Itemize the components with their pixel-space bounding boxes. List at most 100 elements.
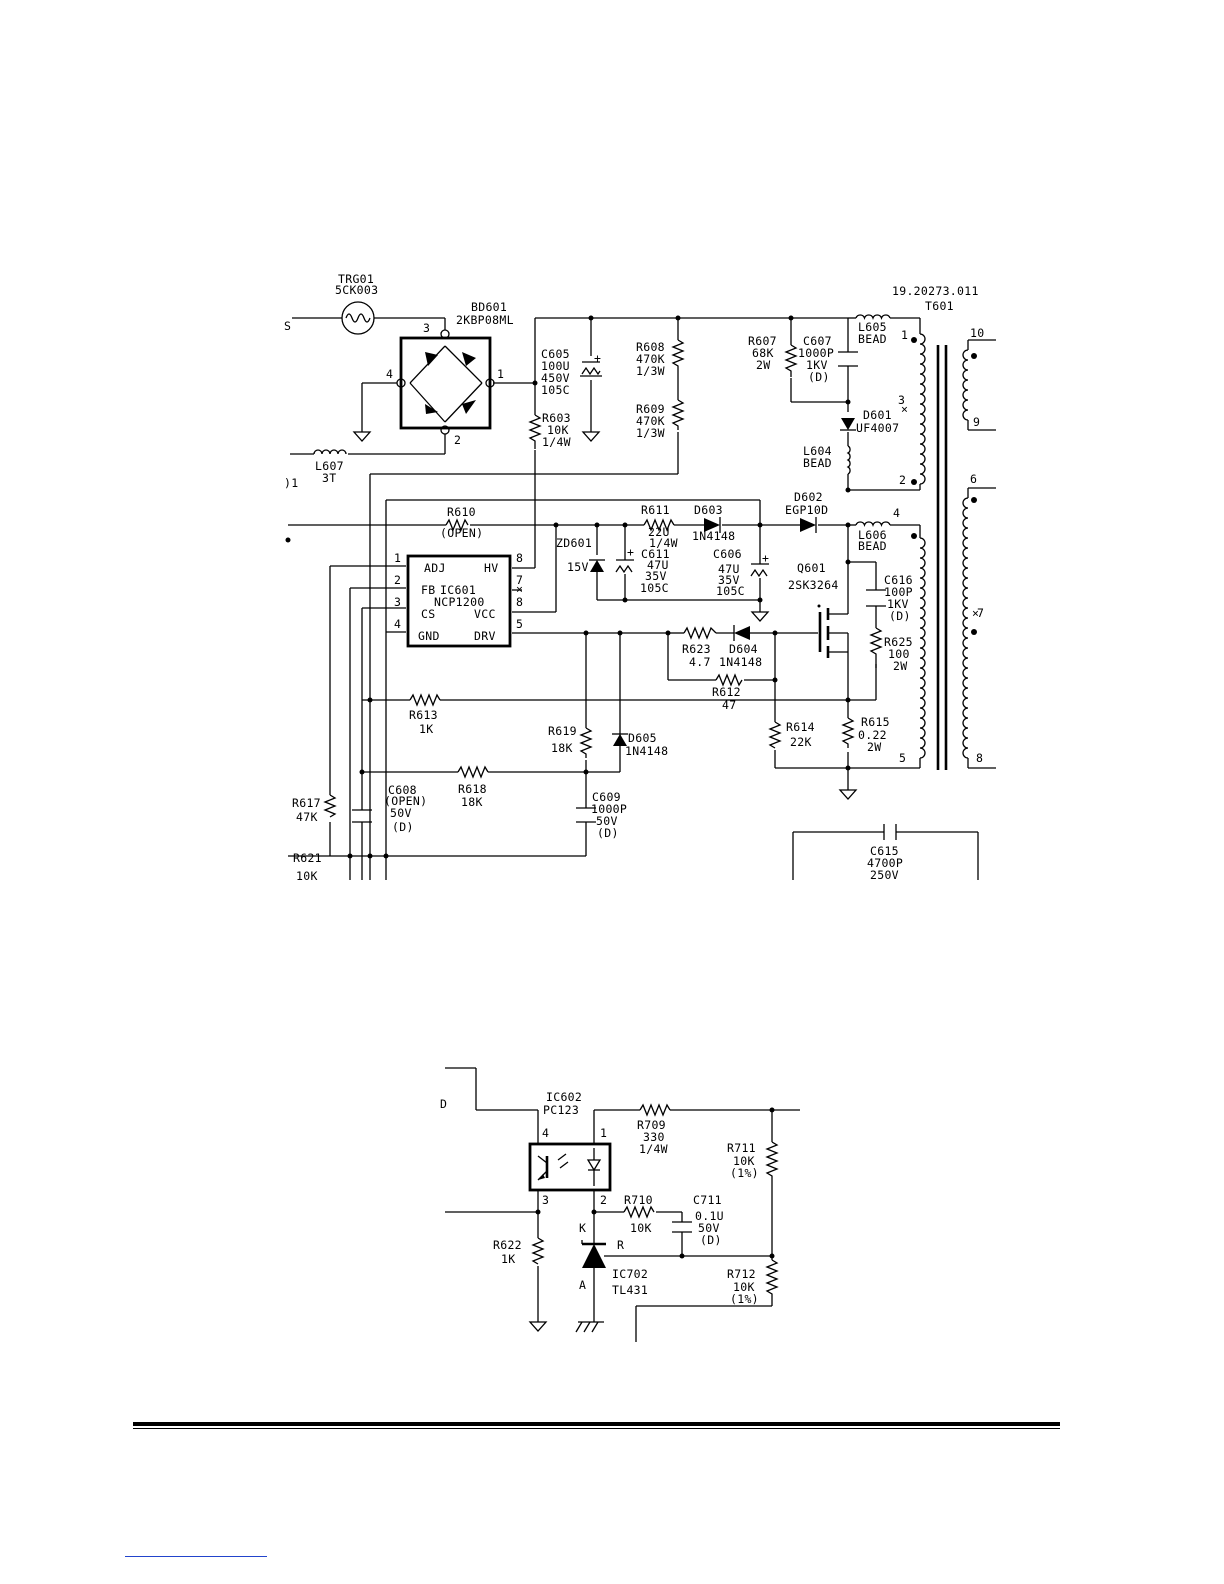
c616-ref: C616 [884, 573, 913, 587]
bridge-pin-1: 1 [497, 367, 504, 381]
r615-ref: R615 [861, 715, 890, 729]
t601-pin-6: 6 [970, 472, 977, 486]
c615-voltage: 250V [870, 868, 899, 882]
page-footer-rule-thin [133, 1428, 1060, 1429]
ic601-pin-gnd: GND [418, 629, 440, 643]
ic601-pin-fb: FB [421, 583, 435, 597]
l604-ref: L604 [803, 444, 832, 458]
ic702-k-label: K [579, 1221, 586, 1235]
svg-text:×: × [516, 582, 523, 596]
l604-value: BEAD [803, 456, 832, 470]
d602-ref: D602 [794, 490, 823, 504]
bd601-ref: BD601 [471, 300, 507, 314]
ic602-pin-4: 4 [542, 1126, 549, 1140]
r618-value: 18K [461, 795, 483, 809]
t601-pin-3: 3 [898, 393, 905, 407]
r710-ref: R710 [624, 1193, 653, 1207]
ic702-a-label: A [579, 1278, 586, 1292]
c609-type: (D) [597, 826, 619, 840]
r711-ref: R711 [727, 1141, 756, 1155]
r611-ref: R611 [641, 503, 670, 517]
lower-symbols [528, 1103, 779, 1333]
zd601-value: 15V [567, 560, 589, 574]
r613-ref: R613 [409, 708, 438, 722]
ic602-pin-2: 2 [600, 1193, 607, 1207]
r710-value: 10K [630, 1221, 652, 1235]
c609-value: 1000P [591, 802, 627, 816]
r613-value: 1K [419, 722, 433, 736]
optocoupler-icon [537, 1148, 602, 1186]
q601-value: 2SK3264 [788, 578, 839, 592]
r622-ref: R622 [493, 1238, 522, 1252]
r607-power: 2W [756, 358, 770, 372]
trc01-value: 5CK003 [335, 283, 378, 297]
r621-ref: R621 [293, 851, 322, 865]
r612-value: 47 [722, 698, 736, 712]
r607-value: 68K [752, 346, 774, 360]
upper-wiring [288, 317, 979, 880]
ic601-pin-7: 7 [516, 573, 523, 587]
c607-voltage: 1KV [806, 358, 828, 372]
bd601-value: 2KBP08ML [456, 313, 514, 327]
d601-value: UF4007 [856, 421, 899, 435]
d603-value: 1N4148 [692, 529, 735, 543]
c615-ref: C615 [870, 844, 899, 858]
transformer-icon [911, 318, 996, 770]
t601-pin-9: 9 [973, 415, 980, 429]
zd601-ref: ZD601 [556, 536, 592, 550]
r610-value: (OPEN) [440, 526, 483, 540]
c607-type: (D) [808, 370, 830, 384]
footer-link-underline[interactable] [125, 1556, 267, 1557]
c609-voltage: 50V [596, 814, 618, 828]
t601-pin-4: 4 [893, 506, 900, 520]
r614-ref: R614 [786, 720, 815, 734]
edge-label-s: S [284, 319, 291, 333]
r611-value: 22U [648, 525, 670, 539]
t601-pin-1: 1 [901, 328, 908, 342]
c607-value: 1000P [798, 346, 834, 360]
svg-text:+: + [627, 545, 634, 559]
r608-value: 470K [636, 352, 665, 366]
r712-tolerance: (1%) [730, 1292, 759, 1306]
c611-ref: C611 [641, 547, 670, 561]
c609-ref: C609 [592, 790, 621, 804]
c608-type: (D) [392, 820, 414, 834]
r603-value: 10K [547, 423, 569, 437]
c711-value: 0.1U [695, 1209, 724, 1223]
r603-power: 1/4W [542, 435, 571, 449]
ic702-ref: IC702 [612, 1267, 648, 1281]
r617-ref: R617 [292, 796, 321, 810]
shunt-regulator-icon [581, 1240, 606, 1268]
l607-ref: L607 [315, 459, 344, 473]
t601-pin-10: 10 [970, 326, 984, 340]
d604-value: 1N4148 [719, 655, 762, 669]
r612-ref: R612 [712, 685, 741, 699]
ic601-pin-adj: ADJ [424, 561, 446, 575]
c606-ref: C606 [713, 547, 742, 561]
t601-pin-8: 8 [976, 751, 983, 765]
r619-value: 18K [551, 741, 573, 755]
r615-power: 2W [867, 740, 881, 754]
c605-cap: 100U [541, 359, 570, 373]
r619-ref: R619 [548, 724, 577, 738]
r625-ref: R625 [884, 635, 913, 649]
r615-value: 0.22 [858, 728, 887, 742]
bridge-diode-icon [409, 345, 483, 423]
c605-ref: C605 [541, 347, 570, 361]
c711-ref: C711 [693, 1193, 722, 1207]
svg-text:+: + [762, 551, 769, 565]
d605-ref: D605 [628, 731, 657, 745]
ic601-pin-4: 4 [394, 617, 401, 631]
t601-pin-5: 5 [899, 751, 906, 765]
r711-tolerance: (1%) [730, 1166, 759, 1180]
page-footer-rule-thick [133, 1422, 1060, 1426]
d603-ref: D603 [694, 503, 723, 517]
r623-value: 4.7 [689, 655, 711, 669]
t601-pin-2: 2 [899, 473, 906, 487]
r625-power: 2W [893, 659, 907, 673]
r607-ref: R607 [748, 334, 777, 348]
svg-text:×: × [901, 402, 908, 416]
ic601-part: NCP1200 [434, 595, 485, 609]
ic601-pin-drv: DRV [474, 629, 496, 643]
ground-icon [352, 431, 858, 800]
